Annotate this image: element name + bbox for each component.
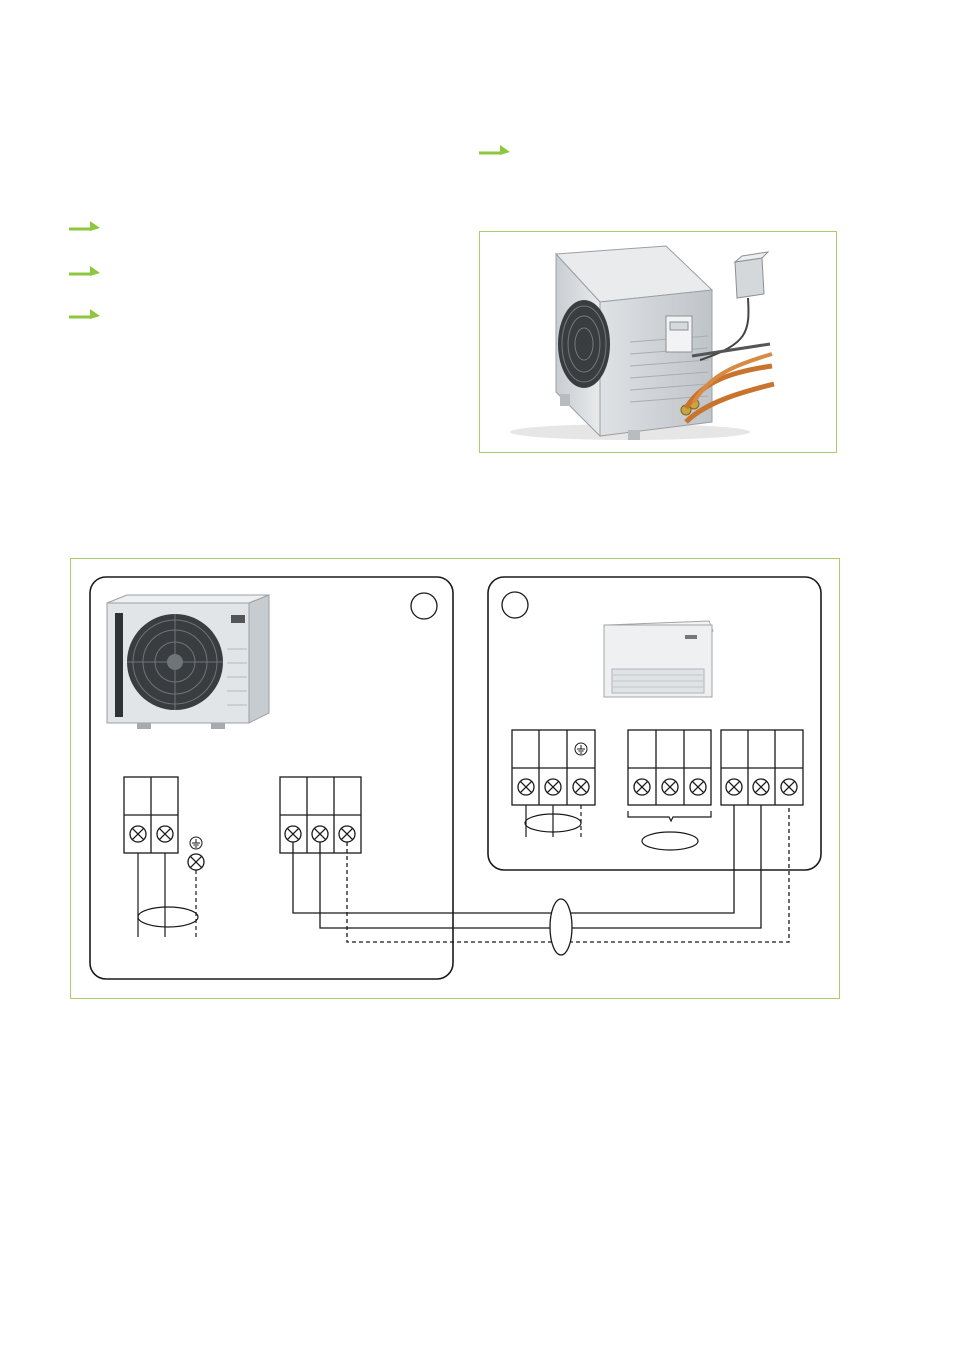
terminal-screw [544,778,562,796]
earth-symbol-icon [574,742,588,756]
indoor-interconnect-terminal-block [720,729,804,806]
terminal-screw [572,778,590,796]
outdoor-unit-photo-frame [479,231,837,453]
terminal-screw [156,825,174,843]
arrow-right-icon [68,305,102,321]
arrow-right-icon [68,217,102,233]
indoor-unit-illustration [603,620,714,698]
wiring-diagram-frame [70,558,840,999]
outdoor-unit-panel [89,576,454,980]
interconnect-cable [292,805,790,956]
terminal-screw [633,778,651,796]
terminal-screw [338,825,356,843]
indoor-control-cable [627,811,712,851]
terminal-screw [725,778,743,796]
indoor-control-terminal-block [627,729,712,806]
terminal-screw [517,778,535,796]
terminal-screw [129,825,147,843]
outdoor-unit-illustration [106,594,270,729]
terminal-screw [284,825,302,843]
terminal-screw [311,825,329,843]
indoor-supply-terminal-block [511,729,596,806]
outdoor-panel-badge [410,592,438,620]
wiring-diagram [89,576,822,980]
indoor-supply-cable [524,805,582,837]
terminal-screw [689,778,707,796]
indoor-panel-badge [501,591,529,619]
terminal-screw [661,778,679,796]
terminal-screw [780,778,798,796]
terminal-screw [752,778,770,796]
terminal-screw [187,853,205,871]
earth-symbol-icon [189,836,203,850]
outdoor-supply-cable [137,853,199,937]
arrow-right-icon [68,262,102,278]
outdoor-supply-terminal-block [123,776,179,854]
indoor-unit-panel [487,576,822,871]
outdoor-unit-with-pipes-photo [510,245,775,440]
arrow-right-icon [478,141,512,157]
